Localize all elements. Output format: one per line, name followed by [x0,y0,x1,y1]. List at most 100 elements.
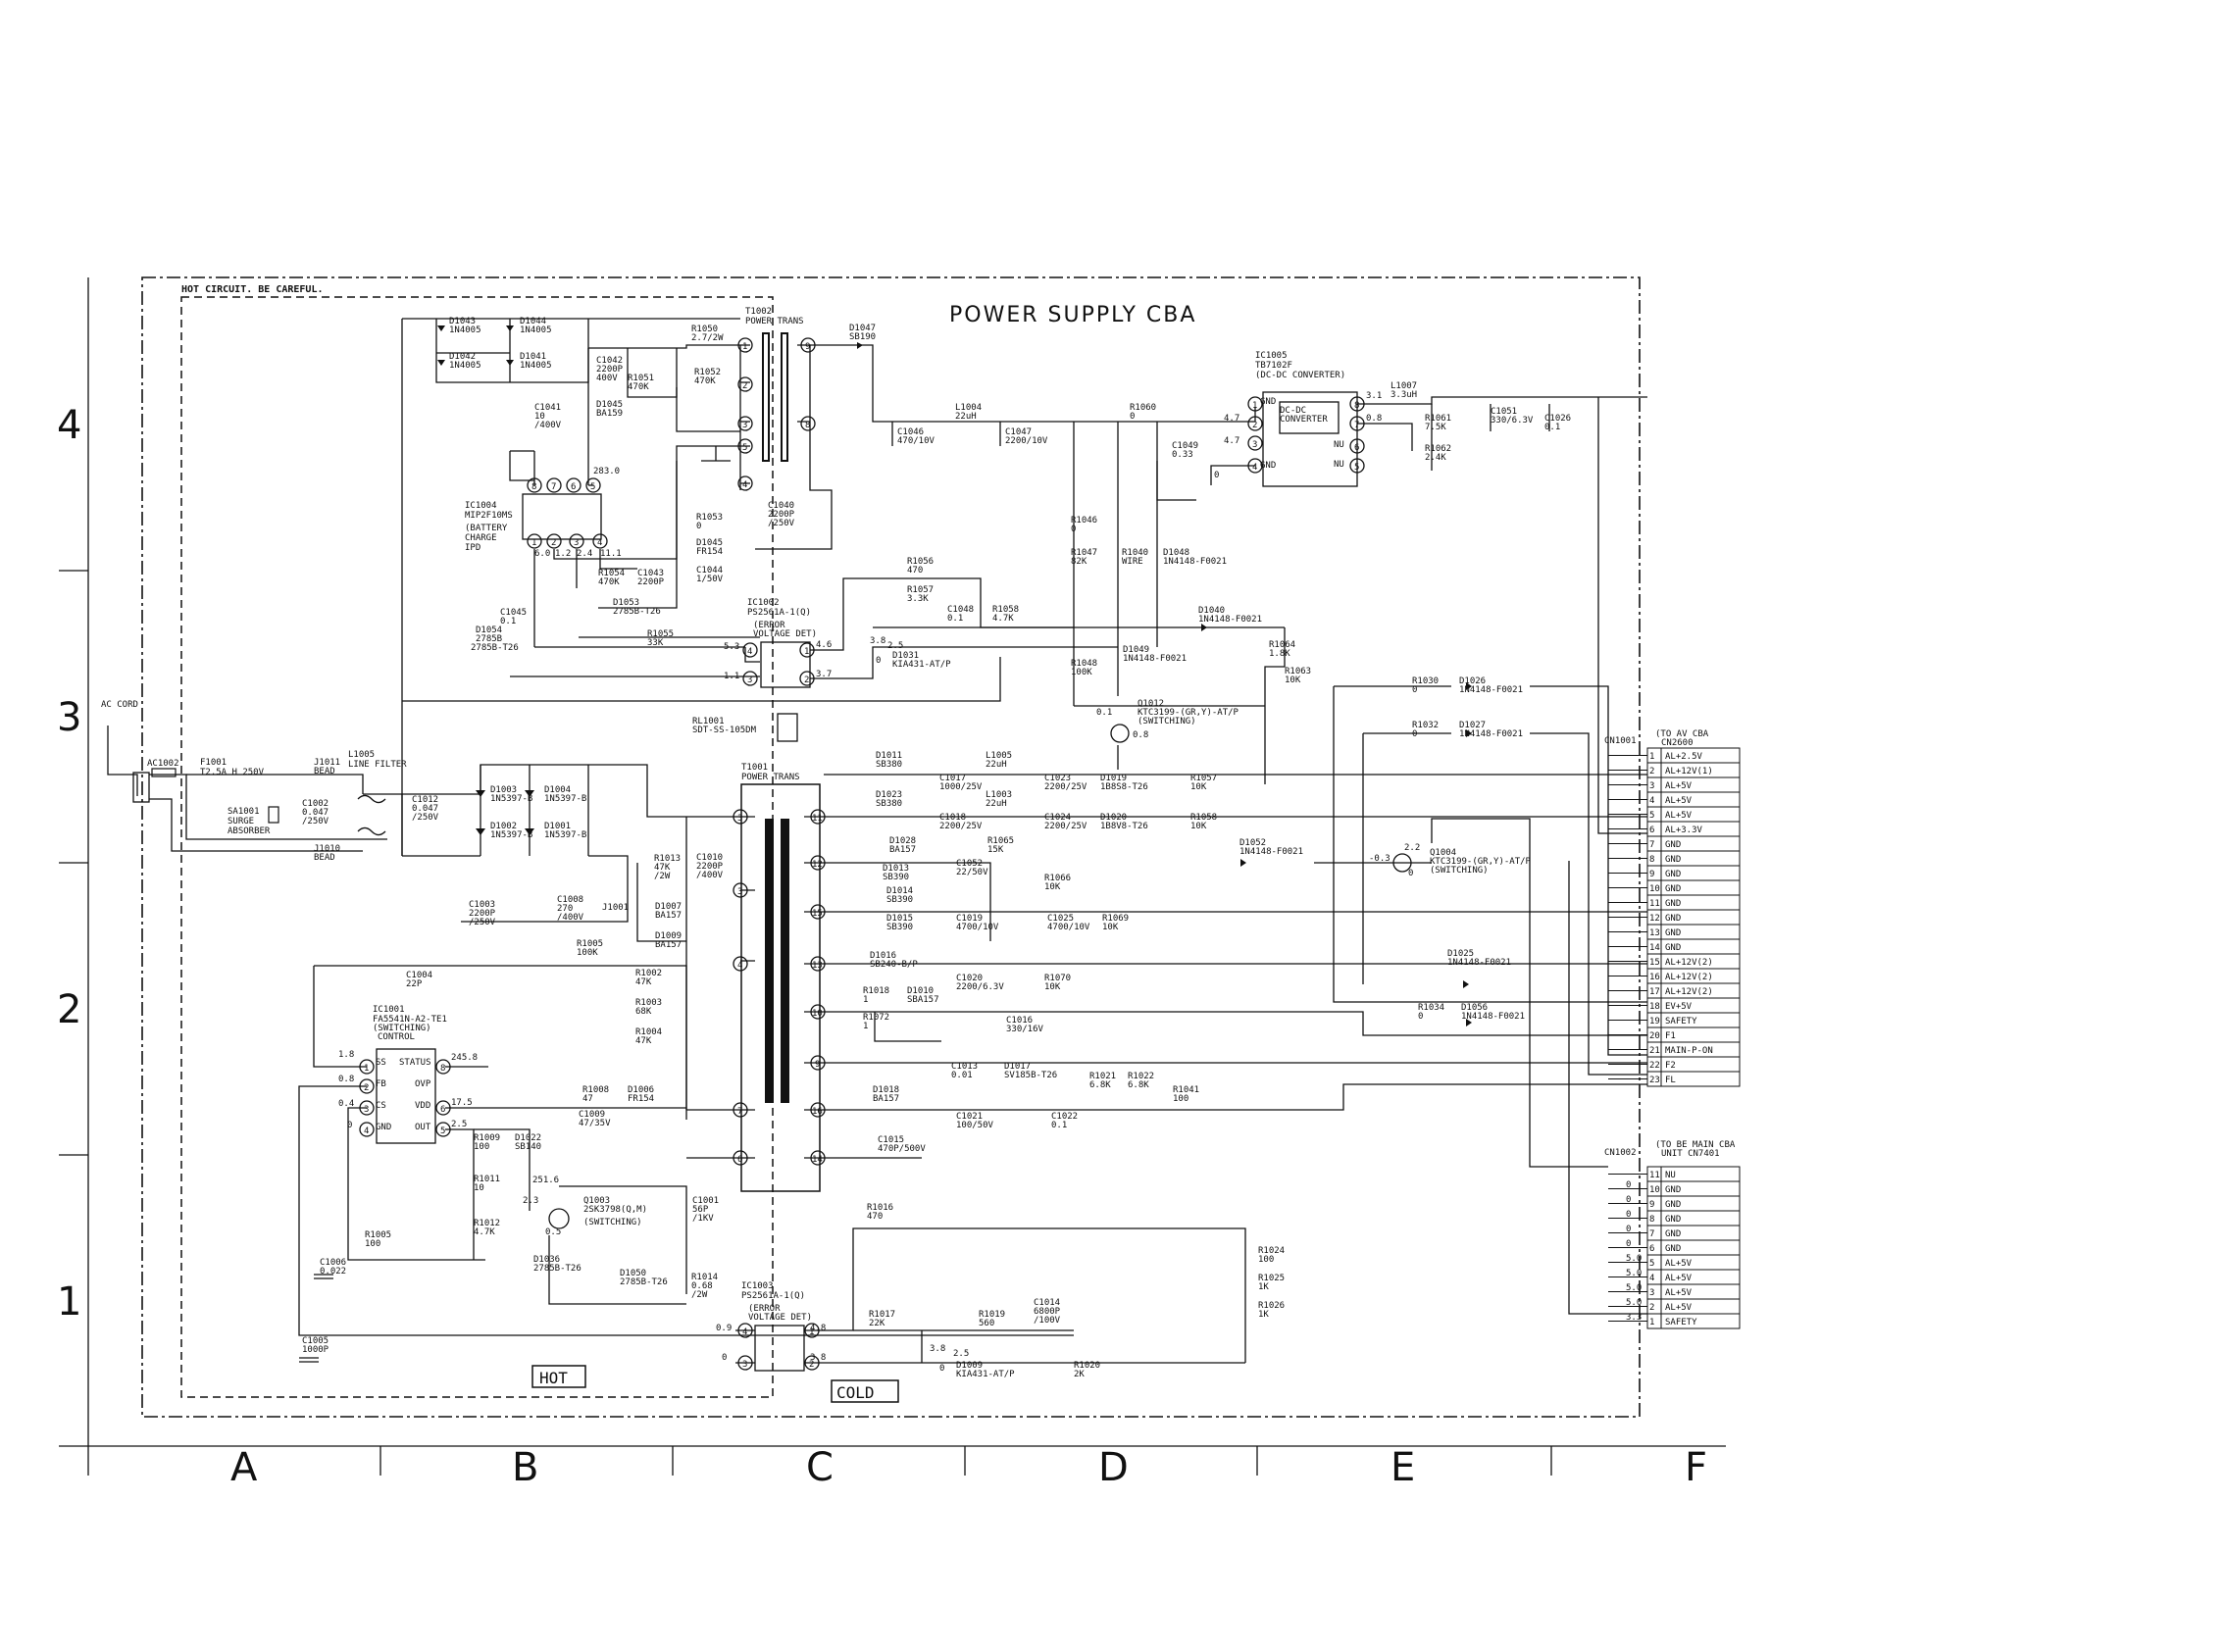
component-label: 1N4005 [449,361,481,371]
component-label: (SWITCHING) [1430,866,1489,876]
svg-text:12: 12 [812,860,823,870]
svg-text:14: 14 [812,1155,823,1165]
connector-pin-number: 22 [1649,1061,1660,1071]
component-label: SB240-B/P [870,960,918,970]
component-label: D1028 [889,836,916,846]
component-label: POWER TRANS [741,773,800,782]
component-label: 100 [1173,1094,1188,1104]
svg-text:13: 13 [812,961,823,971]
component-label: R1011 [474,1175,500,1184]
component-label: 2200/25V [1044,822,1087,831]
component-label: R1026 [1258,1301,1285,1311]
component-label: D1011 [876,751,902,761]
cn1001-ref: CN1001 [1604,736,1637,746]
component-label: IC1004 [465,501,497,511]
cold-region-label: COLD [836,1383,875,1402]
component-label: PS2561A-1(Q) [741,1291,805,1301]
component-label: R1019 [979,1310,1005,1320]
component-label: 0.047 [302,808,329,818]
component-label: /1KV [692,1214,714,1224]
component-label: D1019 [1100,774,1127,783]
component-label: CS [376,1101,386,1111]
component-label: 470K [628,382,649,392]
component-label: C1004 [406,971,432,980]
connector-pin-number: 11 [1649,1171,1660,1180]
component-label: 470P/500V [878,1144,926,1154]
component-label: D1052 [1239,838,1266,848]
connector-signal-name: GND [1665,870,1681,879]
component-label: R1053 [696,513,723,523]
component-label: 47/35V [579,1119,611,1128]
component-label: R1054 [598,569,625,578]
component-label: /2W [654,872,671,881]
component-label: IC1002 [747,598,780,608]
component-label: 0 [1071,525,1076,534]
component-label: 1N5397-B [544,830,586,840]
component-label: (SWITCHING) [583,1218,642,1227]
component-label: 3.3uH [1391,390,1417,400]
component-label: (ERROR [753,621,785,630]
component-label: T1001 [741,763,768,773]
connector-signal-name: GND [1665,1244,1681,1254]
component-label: D1031 [892,651,919,661]
component-label: (BATTERY [465,524,508,533]
component-label: 0.1 [1096,708,1112,718]
svg-text:16: 16 [812,1107,823,1117]
component-label: R1018 [863,986,889,996]
component-label: R1065 [987,836,1014,846]
component-label: 10K [1190,782,1207,792]
component-label: 2.7/2W [691,333,724,343]
component-label: SV185B-T26 [1004,1071,1057,1080]
svg-text:3: 3 [737,814,742,824]
component-label: FR154 [696,547,723,557]
component-label: C1014 [1034,1298,1060,1308]
component-label: 3.1 [1366,391,1382,401]
component-label: C1045 [500,608,527,618]
col-label-f: F [1685,1445,1707,1490]
connector-signal-name: GND [1665,899,1681,909]
connector-signal-name: F2 [1665,1061,1676,1071]
component-label: VDD [415,1101,430,1111]
component-label: SBA157 [907,995,939,1005]
component-label: R1021 [1089,1072,1116,1081]
connector-pin-number: 5 [1649,811,1654,821]
component-label: 22uH [955,412,977,422]
svg-text:1: 1 [809,1327,814,1337]
component-label: C1048 [947,605,974,615]
connector-signal-name: AL+2.5V [1665,752,1703,762]
component-label: 3.3K [907,594,929,604]
svg-text:1: 1 [364,1064,369,1074]
connector-pin-number: 6 [1649,1244,1654,1254]
component-label: C1022 [1051,1112,1078,1122]
component-label: 4.6 [816,640,832,650]
component-label: 245.8 [451,1053,478,1063]
component-label: 0.8 [1366,414,1382,424]
component-label: 0 [1408,869,1413,878]
component-label: C1013 [951,1062,978,1072]
component-label: D1018 [873,1085,899,1095]
component-label: 2.5 [451,1120,467,1129]
component-label: /2W [691,1290,708,1300]
component-label: 100/50V [956,1121,994,1130]
component-label: D1045 [596,400,623,410]
component-label: BEAD [314,767,335,776]
component-label: L1005 [986,751,1012,761]
component-label: 1N4005 [520,361,552,371]
component-label: NU [1334,460,1344,470]
svg-text:1: 1 [531,538,536,548]
row-label-2: 2 [57,987,81,1032]
svg-text:11: 11 [812,814,823,824]
connector-pin-number: 5 [1649,1259,1654,1269]
component-label: D1009 [655,931,682,941]
component-label: ABSORBER [228,826,271,836]
col-label-a: A [230,1445,258,1490]
component-label: 283.0 [593,467,620,476]
component-label: C1002 [302,799,329,809]
connector-pin-number: 12 [1649,914,1660,924]
connector-signal-name: AL+5V [1665,811,1693,821]
connector-pin-number: 10 [1649,884,1660,894]
connector-signal-name: GND [1665,840,1681,850]
component-label: TB7102F [1255,361,1292,371]
connector-pin-number: 8 [1649,855,1654,865]
component-label: /250V [412,813,439,823]
